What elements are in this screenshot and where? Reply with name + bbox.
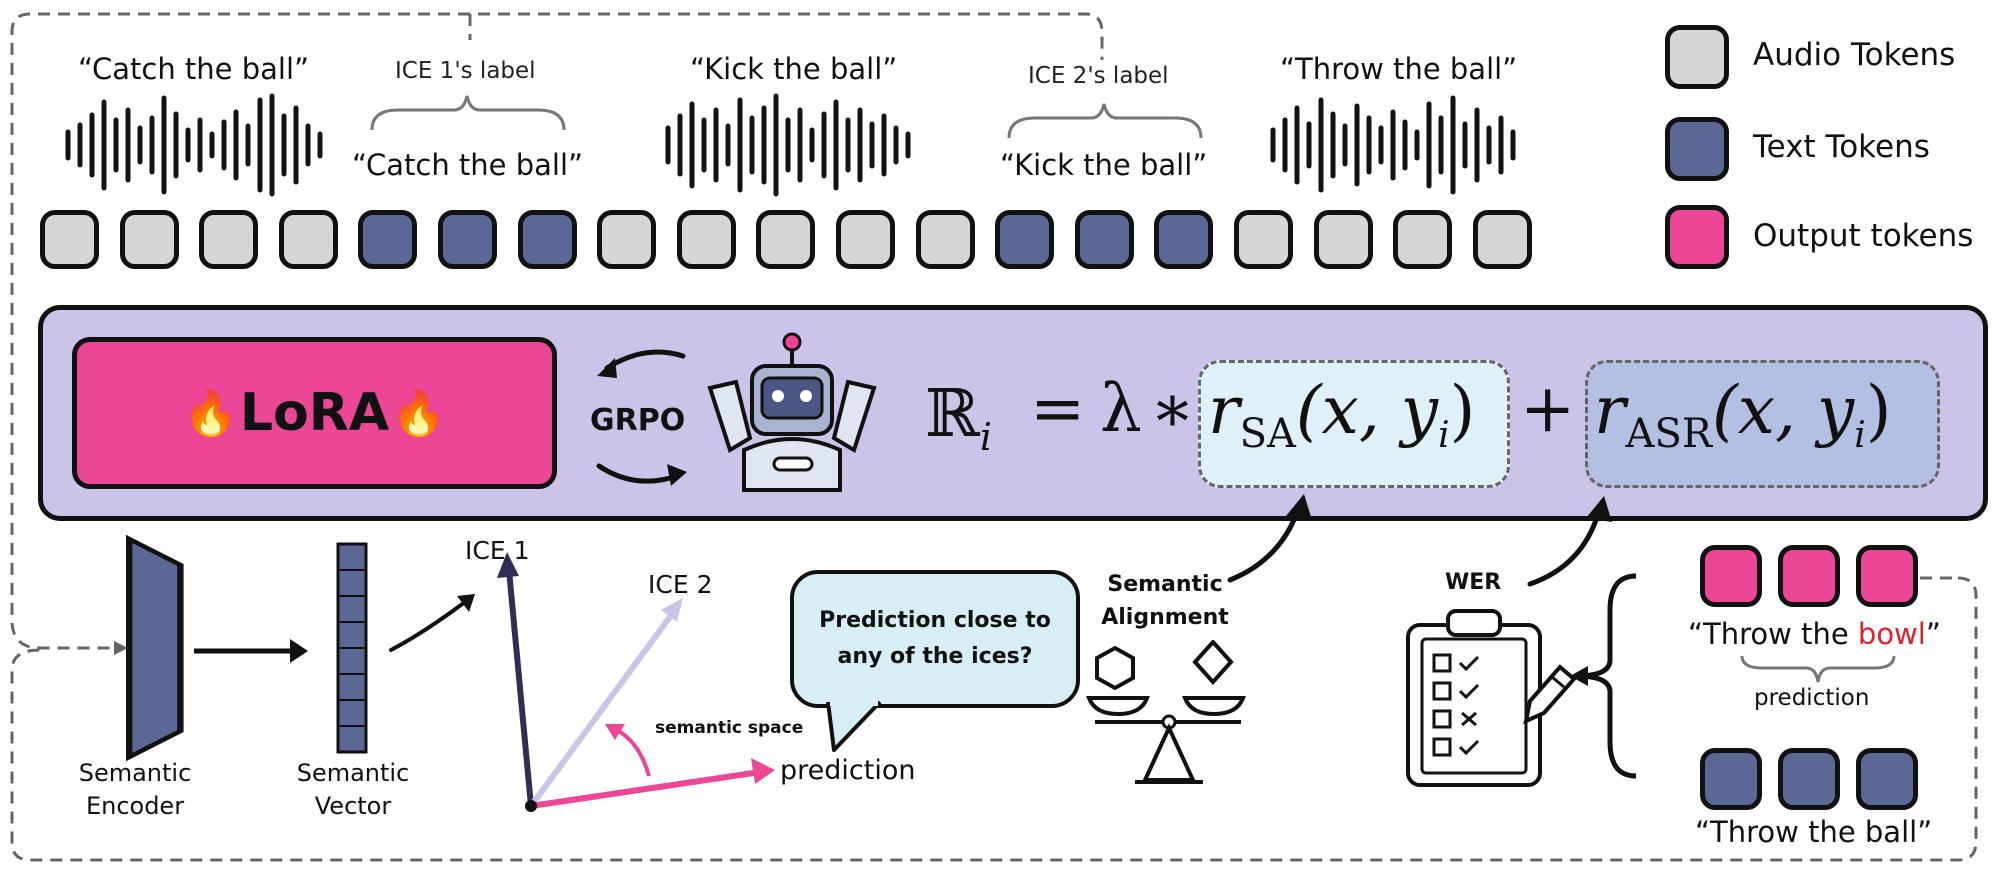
waveform-kick [665, 93, 911, 197]
lora-module: 🔥 LoRA 🔥 [72, 337, 557, 489]
semantic-encoder-label: Semantic Encoder [78, 759, 192, 820]
audio-token [915, 210, 975, 269]
text-token [358, 210, 418, 269]
audio-token [1234, 210, 1293, 269]
ice1-transcript: “Catch the ball” [352, 148, 584, 182]
scale-icon [1086, 640, 1246, 784]
r-asr-term: rASR(x, yi) [1594, 372, 1892, 458]
semantic-encoder-shape [126, 535, 308, 762]
legend-text-swatch [1665, 117, 1729, 181]
text-token [995, 210, 1055, 269]
ice2-brace [1007, 103, 1203, 139]
audio-token [278, 210, 338, 269]
audio-token [676, 210, 736, 269]
audio-token [40, 210, 99, 269]
text-token [1154, 210, 1214, 269]
legend-output-label: Output tokens [1753, 218, 1974, 254]
r-sa-term: rSA(x, yi) [1208, 372, 1476, 458]
audio-token [1393, 210, 1453, 269]
audio-token [756, 210, 816, 269]
prediction-brace [1740, 655, 1896, 683]
ice2-axis-label: ICE 2 [648, 570, 713, 599]
output-token [1778, 545, 1840, 607]
fire-icon: 🔥 [183, 388, 238, 439]
ground-truth-text-token [1700, 748, 1762, 810]
lambda-symbol: λ [1100, 370, 1142, 447]
legend-output-swatch [1665, 205, 1729, 269]
ground-truth-transcript: “Throw the ball” [1695, 815, 1933, 849]
lora-label: LoRA [239, 383, 390, 443]
bubble-tail [826, 700, 882, 752]
semantic-vector [336, 542, 368, 754]
wer-label: WER [1445, 570, 1502, 595]
quote-kick: “Kick the ball” [690, 52, 898, 86]
ground-truth-text-token [1778, 748, 1840, 810]
ice1-axis-label: ICE 1 [465, 536, 530, 565]
ice2-transcript: “Kick the ball” [1000, 148, 1208, 182]
quote-catch: “Catch the ball” [78, 52, 310, 86]
text-token [1074, 210, 1134, 269]
ice1-brace [370, 95, 566, 131]
audio-token [1313, 210, 1373, 269]
robot-icon [707, 332, 877, 492]
quote-throw: “Throw the ball” [1280, 52, 1518, 86]
r-asr-box [1585, 360, 1940, 488]
checklist-icon [1406, 609, 1577, 787]
reward-lhs: ℝi [925, 375, 993, 460]
ice2-label: ICE 2's label [1028, 63, 1169, 89]
output-token [1700, 545, 1762, 607]
fire-icon: 🔥 [391, 388, 446, 439]
ground-truth-text-token [1856, 748, 1918, 810]
semantic-space-plot [389, 552, 775, 812]
legend: Audio Tokens Text Tokens Output tokens [1665, 25, 1985, 275]
audio-token [119, 210, 179, 269]
text-token [438, 210, 497, 269]
legend-audio-label: Audio Tokens [1753, 37, 1956, 73]
curved-arrows [1227, 494, 1612, 587]
error-word: bowl [1857, 617, 1926, 651]
predicted-transcript: “Throw the bowl” [1688, 617, 1941, 651]
split-bracket [1570, 573, 1637, 779]
equals-sign: = [1030, 370, 1086, 447]
prediction-axis-label: prediction [780, 755, 916, 786]
legend-text-label: Text Tokens [1753, 129, 1930, 165]
semantic-space-label: semantic space [655, 718, 804, 738]
legend-audio-swatch [1665, 25, 1729, 89]
audio-token [836, 210, 895, 269]
plus-sign: + [1520, 370, 1576, 447]
prediction-label: prediction [1754, 685, 1870, 711]
grpo-arrows [596, 349, 687, 486]
ice1-label: ICE 1's label [395, 58, 536, 84]
audio-token [199, 210, 259, 269]
semantic-vector-label: Semantic Vector [296, 759, 410, 820]
output-token [1856, 545, 1918, 607]
audio-token [597, 210, 657, 269]
multiply-symbol: ∗ [1150, 370, 1195, 447]
waveform-throw [1270, 95, 1516, 195]
audio-token [1472, 210, 1532, 269]
question-bubble: Prediction close to any of the ices? [790, 570, 1080, 708]
grpo-label: GRPO [590, 403, 686, 438]
text-token [517, 210, 577, 269]
waveform-catch [65, 93, 323, 197]
r-sa-box [1198, 360, 1510, 488]
semantic-alignment-label: Semantic Alignment [1101, 572, 1229, 630]
